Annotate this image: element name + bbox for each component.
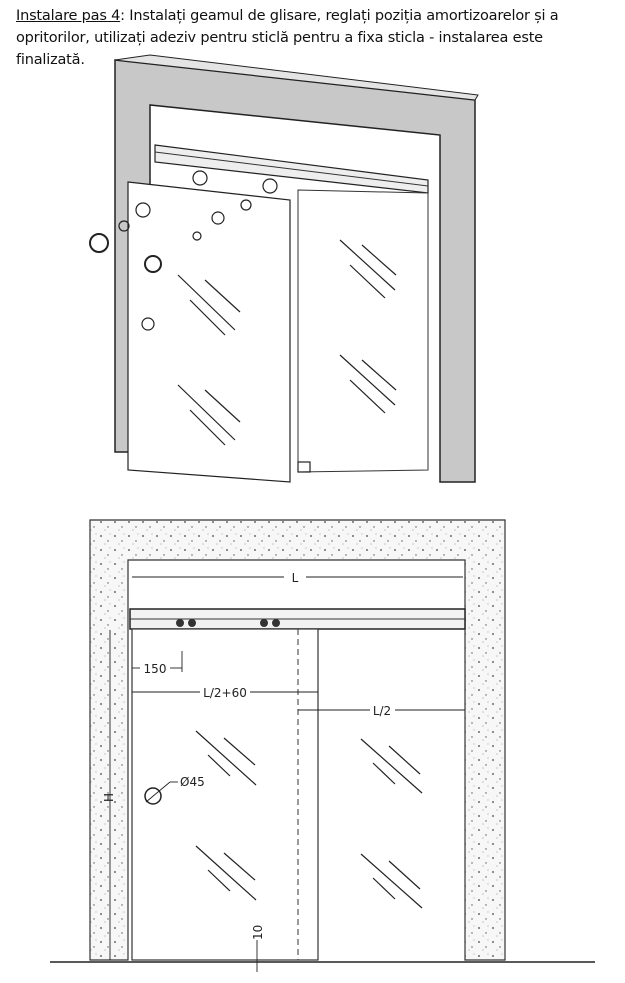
dim-handle-hole: Ø45 — [180, 775, 205, 789]
dim-sliding-panel: L/2+60 — [203, 686, 247, 700]
front-elevation: L 150 L/2+60 L/2 Ø45 H 10 — [50, 519, 595, 972]
fixed-glass — [297, 189, 429, 473]
dim-height: H — [102, 793, 116, 802]
step-label: Instalare pas 4 — [16, 8, 121, 24]
sliding-glass — [127, 181, 291, 483]
dim-roller-offset: 150 — [144, 662, 167, 676]
concrete-wall — [89, 519, 506, 961]
instruction-caption: Instalare pas 4: Instalați geamul de gli… — [16, 5, 616, 71]
sliding-panel — [131, 628, 319, 961]
dim-width: L — [292, 571, 299, 585]
handle-hole — [144, 787, 162, 805]
step-text: : Instalați geamul de glisare, reglați p… — [16, 8, 559, 68]
dim-fixed-panel: L/2 — [373, 704, 391, 718]
perspective-view — [89, 54, 479, 483]
dim-floor-gap: 10 — [251, 925, 265, 940]
door-frame — [114, 59, 476, 483]
